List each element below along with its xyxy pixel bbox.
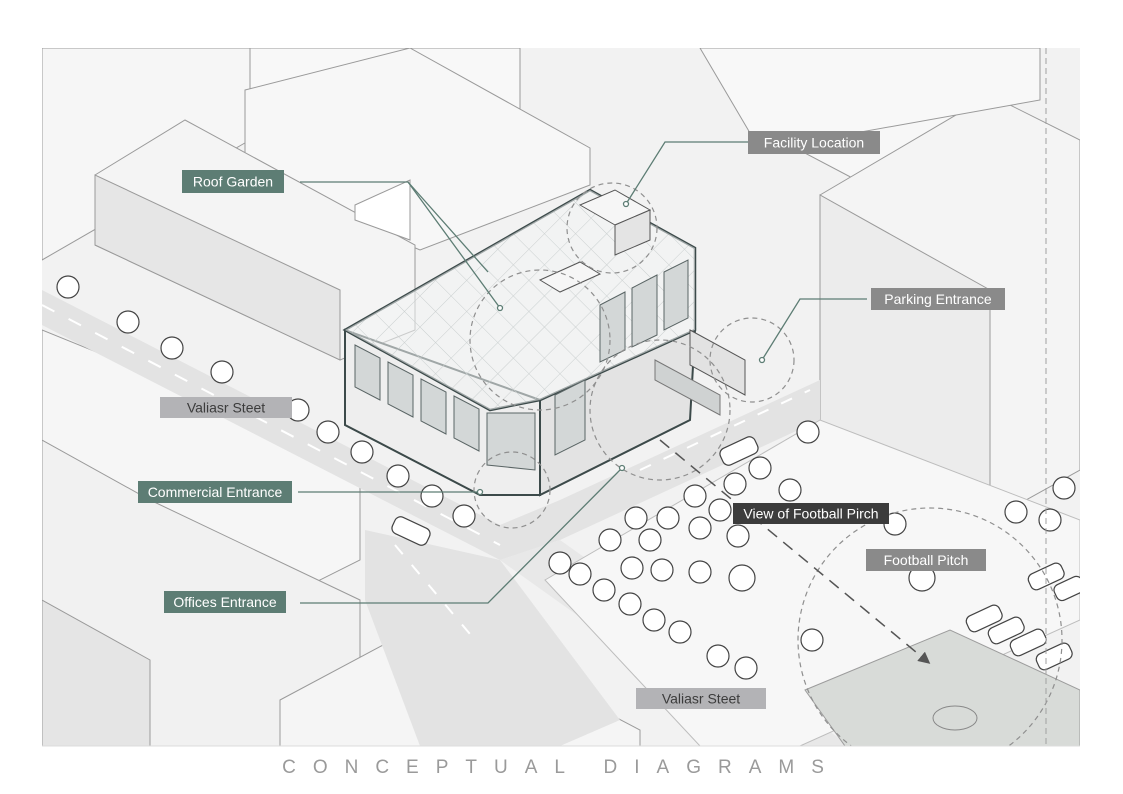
label-offices-entrance: Offices Entrance (164, 591, 286, 613)
facility-location-text: Facility Location (764, 135, 864, 151)
football-pitch-field (804, 629, 1080, 746)
leader-dots (476, 200, 766, 496)
label-roof-garden: Roof Garden (182, 170, 284, 193)
label-commercial-entrance: Commercial Entrance (138, 481, 292, 503)
main-building (342, 188, 746, 497)
pitch-center-circle (932, 705, 978, 731)
cars (391, 436, 1080, 671)
view-sightline (659, 439, 931, 664)
valiasr-street-left-text: Valiasr Steet (187, 400, 265, 416)
label-valiasr-street-bottom: Valiasr Steet (636, 688, 766, 709)
label-parking-entrance: Parking Entrance (871, 288, 1005, 310)
offices-entrance-text: Offices Entrance (173, 594, 276, 610)
label-valiasr-street-left: Valiasr Steet (160, 397, 292, 418)
label-football-pitch: Football Pitch (866, 549, 986, 571)
footer-title: CONCEPTUAL DIAGRAMS (282, 757, 841, 778)
parking-entrance-text: Parking Entrance (884, 291, 992, 307)
football-pitch-text: Football Pitch (884, 552, 969, 568)
valiasr-street-bottom-text: Valiasr Steet (662, 691, 740, 707)
highlight-circles (469, 182, 1063, 746)
label-facility-location: Facility Location (748, 131, 880, 154)
roof-garden-text: Roof Garden (193, 174, 273, 190)
label-view-of-football-pitch: View of Football Pirch (733, 503, 889, 524)
commercial-entrance-text: Commercial Entrance (148, 484, 283, 500)
trees (56, 275, 1076, 680)
view-of-football-pitch-text: View of Football Pirch (743, 506, 878, 522)
leader-lines (298, 141, 867, 604)
